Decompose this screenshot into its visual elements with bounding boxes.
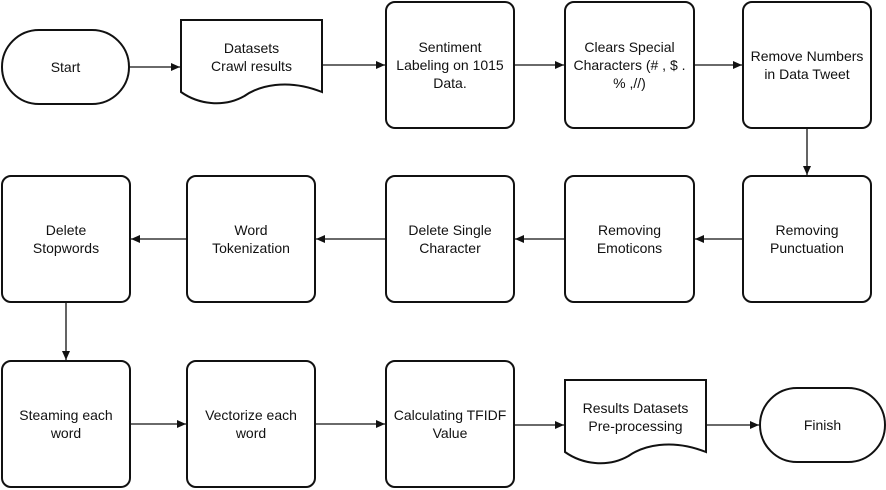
node-label-line: Stopwords (33, 240, 99, 256)
node-steaming: Steaming each word (1, 360, 131, 488)
node-label-line: Delete (46, 222, 87, 238)
node-label-line: Word (234, 222, 267, 238)
node-label-line: word (50, 425, 81, 441)
node-label-line: Remove Numbers (751, 48, 864, 64)
node-label: Steaming each word (19, 407, 112, 441)
node-label-line: Datasets (224, 40, 279, 56)
node-label-line: Delete Single (408, 222, 491, 238)
edges-layer (62, 61, 811, 429)
node-label-line: Value (433, 425, 468, 441)
node-label: Vectorize each word (205, 407, 297, 441)
node-label-line: Sentiment (418, 39, 481, 55)
process-shape (742, 175, 872, 303)
node-label-line: Crawl results (211, 58, 292, 74)
node-label: Finish (804, 417, 841, 433)
node-label-line: Steaming each (19, 407, 112, 423)
process-shape (385, 1, 515, 129)
node-label-line: Removing (598, 222, 661, 238)
node-label-line: Characters (# , $ . (573, 57, 685, 73)
node-vectorize: Vectorize each word (186, 360, 316, 488)
document-shape (180, 19, 323, 105)
terminator-shape (1, 29, 130, 105)
node-label-line: Tokenization (212, 240, 290, 256)
node-label-line: Punctuation (770, 240, 844, 256)
node-label: Calculating TFIDF Value (394, 407, 507, 441)
process-shape (1, 175, 131, 303)
terminator-shape (759, 387, 886, 463)
node-label: Start (51, 59, 81, 75)
node-label-line: Vectorize each (205, 407, 297, 423)
process-shape (186, 360, 316, 488)
node-label-line: in Data Tweet (764, 66, 849, 82)
process-shape (564, 1, 695, 129)
node-label-line: Removing (775, 222, 838, 238)
node-start: Start (1, 29, 130, 105)
process-shape (564, 175, 695, 303)
node-finish: Finish (759, 387, 886, 463)
node-label-line: % ,//) (613, 75, 646, 91)
node-label-line: Clears Special (584, 39, 674, 55)
node-label-line: Data. (433, 75, 466, 91)
node-tfidf: Calculating TFIDF Value (385, 360, 515, 488)
node-label-line: Emoticons (597, 240, 662, 256)
node-remove-numbers: Remove Numbers in Data Tweet (742, 1, 872, 129)
document-shape (564, 379, 707, 465)
node-label-line: Calculating TFIDF (394, 407, 507, 423)
node-label-line: Start (51, 59, 81, 75)
process-shape (385, 175, 515, 303)
node-label-line: word (235, 425, 266, 441)
process-shape (186, 175, 316, 303)
node-label-line: Results Datasets (583, 400, 689, 416)
process-shape (385, 360, 515, 488)
node-label-line: Labeling on 1015 (396, 57, 504, 73)
process-shape (1, 360, 131, 488)
process-shape (742, 1, 872, 129)
node-label: Remove Numbers in Data Tweet (751, 48, 864, 82)
node-label-line: Finish (804, 417, 841, 433)
node-label-line: Pre-processing (588, 418, 682, 434)
node-label-line: Character (419, 240, 481, 256)
